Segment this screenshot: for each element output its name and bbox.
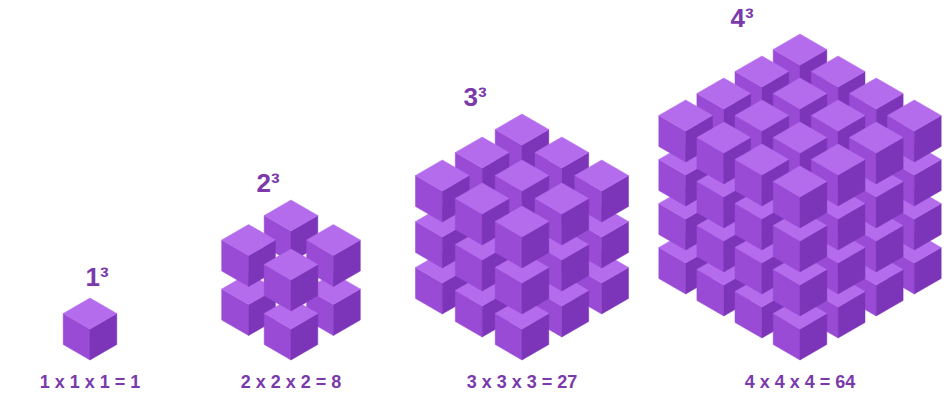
cube-face [697, 78, 751, 109]
cube-face [535, 183, 589, 214]
cube-face [811, 144, 865, 175]
equation-label: 2 x 2 x 2 = 8 [241, 372, 342, 393]
cube-face [575, 160, 629, 191]
cube-face [495, 114, 549, 145]
cube-face [849, 78, 903, 109]
cube-face [773, 34, 827, 65]
cube-face [535, 137, 589, 168]
cube-face [455, 183, 509, 214]
cube-face [773, 166, 827, 197]
cube-face [773, 122, 827, 153]
cube-face [888, 100, 942, 131]
cube-face [735, 56, 789, 87]
power-label: 2³ [256, 168, 279, 199]
cube-face [455, 137, 509, 168]
cube-face [495, 206, 549, 237]
cube-face [659, 100, 713, 131]
equation-label: 3 x 3 x 3 = 27 [467, 372, 578, 393]
cube-face [811, 100, 865, 131]
cube-face [811, 56, 865, 87]
cube-face [697, 122, 751, 153]
cube-face [735, 100, 789, 131]
cube-face [264, 249, 318, 280]
cube-face [416, 160, 470, 191]
equation-label: 4 x 4 x 4 = 64 [745, 372, 856, 393]
cube-face [735, 144, 789, 175]
cube-face [63, 298, 117, 329]
cube-face [495, 160, 549, 191]
equation-label: 1 x 1 x 1 = 1 [40, 372, 141, 393]
cube-face [264, 200, 318, 231]
power-label: 1³ [85, 262, 108, 293]
power-label: 4³ [730, 3, 753, 34]
cube-face [849, 122, 903, 153]
cube-face [307, 225, 361, 256]
power-label: 3³ [463, 82, 486, 113]
cube-face [222, 225, 276, 256]
cube-face [773, 78, 827, 109]
